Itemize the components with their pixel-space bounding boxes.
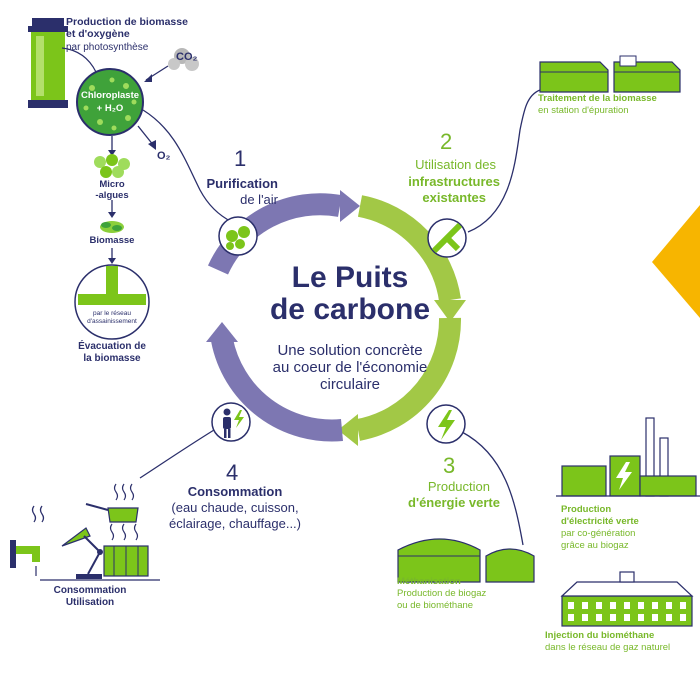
treatment-station-icon	[539, 55, 681, 93]
connector-1	[142, 109, 233, 223]
methanisation-title: Méthanisation	[397, 576, 461, 587]
co2-label: CO₂	[176, 51, 198, 63]
consumption-label-line-1: Consommation	[53, 585, 127, 596]
step-4-line-2: (eau chaude, cuisson,	[171, 500, 299, 515]
center-subtitle: Une solution concrète au coeur de l'écon…	[230, 342, 470, 393]
side-arrow-icon	[652, 205, 700, 318]
step-2-line-3: existantes	[422, 190, 486, 205]
electricity-line-4: grâce au biogaz	[561, 540, 629, 551]
center-title-line-1: Le Puits	[291, 261, 409, 294]
o2-arrow-head	[148, 140, 156, 150]
bioreactor-icon	[28, 18, 68, 108]
bioreactor-title-line-2: et d'oxygène	[66, 28, 130, 40]
micro-algae-label-line-2: -algues	[95, 190, 129, 201]
step-1-icon	[218, 216, 258, 256]
step-2-number: 2	[440, 129, 453, 154]
cycle-arrowhead-4	[206, 322, 238, 342]
sewer-pipe-icon	[74, 264, 150, 340]
cycle-arc-top-right	[357, 195, 461, 302]
micro-algae-icon	[94, 154, 130, 178]
co2-icon	[168, 48, 199, 71]
step-2-line-1: Utilisation des	[415, 157, 496, 172]
electricity-line-1: Production	[561, 504, 612, 515]
pipe-caption-line-1: par le réseau	[93, 310, 131, 317]
consumption-label-line-2: Utilisation	[65, 597, 115, 608]
step-4-number: 4	[226, 460, 239, 485]
down-arrow-1-head	[108, 150, 116, 156]
methanisation-line-2: Production de biogaz	[397, 588, 487, 599]
o2-label: O₂	[157, 150, 171, 162]
evacuation-label-line-1: Évacuation de	[78, 341, 146, 352]
radiator-icon	[103, 523, 149, 577]
step-4-person-icon	[211, 402, 251, 442]
cycle-arc-bottom-left	[211, 337, 343, 442]
step-3-line-1: Production	[427, 479, 490, 494]
faucet-icon	[10, 505, 45, 576]
cooking-pot-icon	[85, 483, 139, 523]
cycle-arrowhead-2	[434, 300, 466, 322]
chloroplast-label-line-1: Chloroplaste	[80, 90, 140, 101]
center-title-line-2: de carbone	[269, 292, 431, 326]
down-arrow-3-head	[108, 258, 116, 264]
electricity-line-3: par co-génération	[561, 528, 636, 539]
step-1-number: 1	[234, 146, 247, 171]
step-3-line-2: d'énergie verte	[408, 495, 500, 510]
biomass-icon	[100, 221, 124, 233]
pipe-caption-line-2: d'assainissement	[87, 318, 137, 325]
cycle-arrowhead-3	[338, 414, 358, 446]
treatment-title: Traitement de la biomasse	[538, 93, 657, 104]
down-arrow-2-head	[108, 212, 116, 218]
step-1-subtitle: de l'air	[240, 192, 278, 207]
connector-2	[467, 89, 541, 233]
treatment-subtitle: en station d'épuration	[538, 105, 629, 116]
electricity-line-2: d'électricité verte	[561, 516, 639, 527]
biomass-label: Biomasse	[89, 235, 135, 246]
step-4-title: Consommation	[187, 484, 283, 499]
center-title: Le Puits de carbone	[250, 262, 450, 325]
step-3-lightning-icon	[426, 404, 466, 444]
injection-title: Injection du biométhane	[545, 630, 655, 641]
connector-3	[461, 431, 524, 546]
center-subtitle-line-2: au coeur de l'économie	[272, 358, 428, 376]
step-2-pipe-icon	[427, 218, 467, 258]
cycle-arc-top-left	[207, 193, 342, 275]
power-plant-icon	[556, 417, 700, 497]
connector-4	[139, 429, 215, 479]
desk-lamp-icon	[61, 527, 103, 579]
bioreactor-title-line-1: Production de biomasse	[66, 16, 188, 28]
injection-subtitle: dans le réseau de gaz naturel	[545, 642, 671, 653]
step-3-number: 3	[443, 453, 456, 478]
step-1-title: Purification	[206, 176, 278, 191]
cycle-arc-bottom-right	[355, 317, 462, 441]
co2-arrow-head	[144, 74, 152, 82]
step-2-line-2: infrastructures	[408, 174, 500, 189]
evacuation-label-line-2: la biomasse	[83, 353, 141, 364]
bioreactor-subtitle: par photosynthèse	[66, 42, 149, 53]
step-4-line-3: éclairage, chauffage...)	[168, 516, 301, 531]
chloroplast-icon	[76, 68, 144, 136]
methanisation-domes-icon	[397, 538, 535, 583]
cycle-arrowhead-1	[340, 190, 360, 222]
bioreactor-link	[61, 47, 97, 73]
gas-network-building-icon	[560, 571, 694, 627]
chloroplast-label-line-2: + H₂O	[96, 103, 124, 114]
center-subtitle-line-3: circulaire	[319, 375, 380, 393]
micro-algae-label-line-1: Micro	[99, 179, 125, 190]
methanisation-line-3: ou de biométhane	[397, 600, 474, 611]
center-subtitle-line-1: Une solution concrète	[277, 342, 423, 359]
